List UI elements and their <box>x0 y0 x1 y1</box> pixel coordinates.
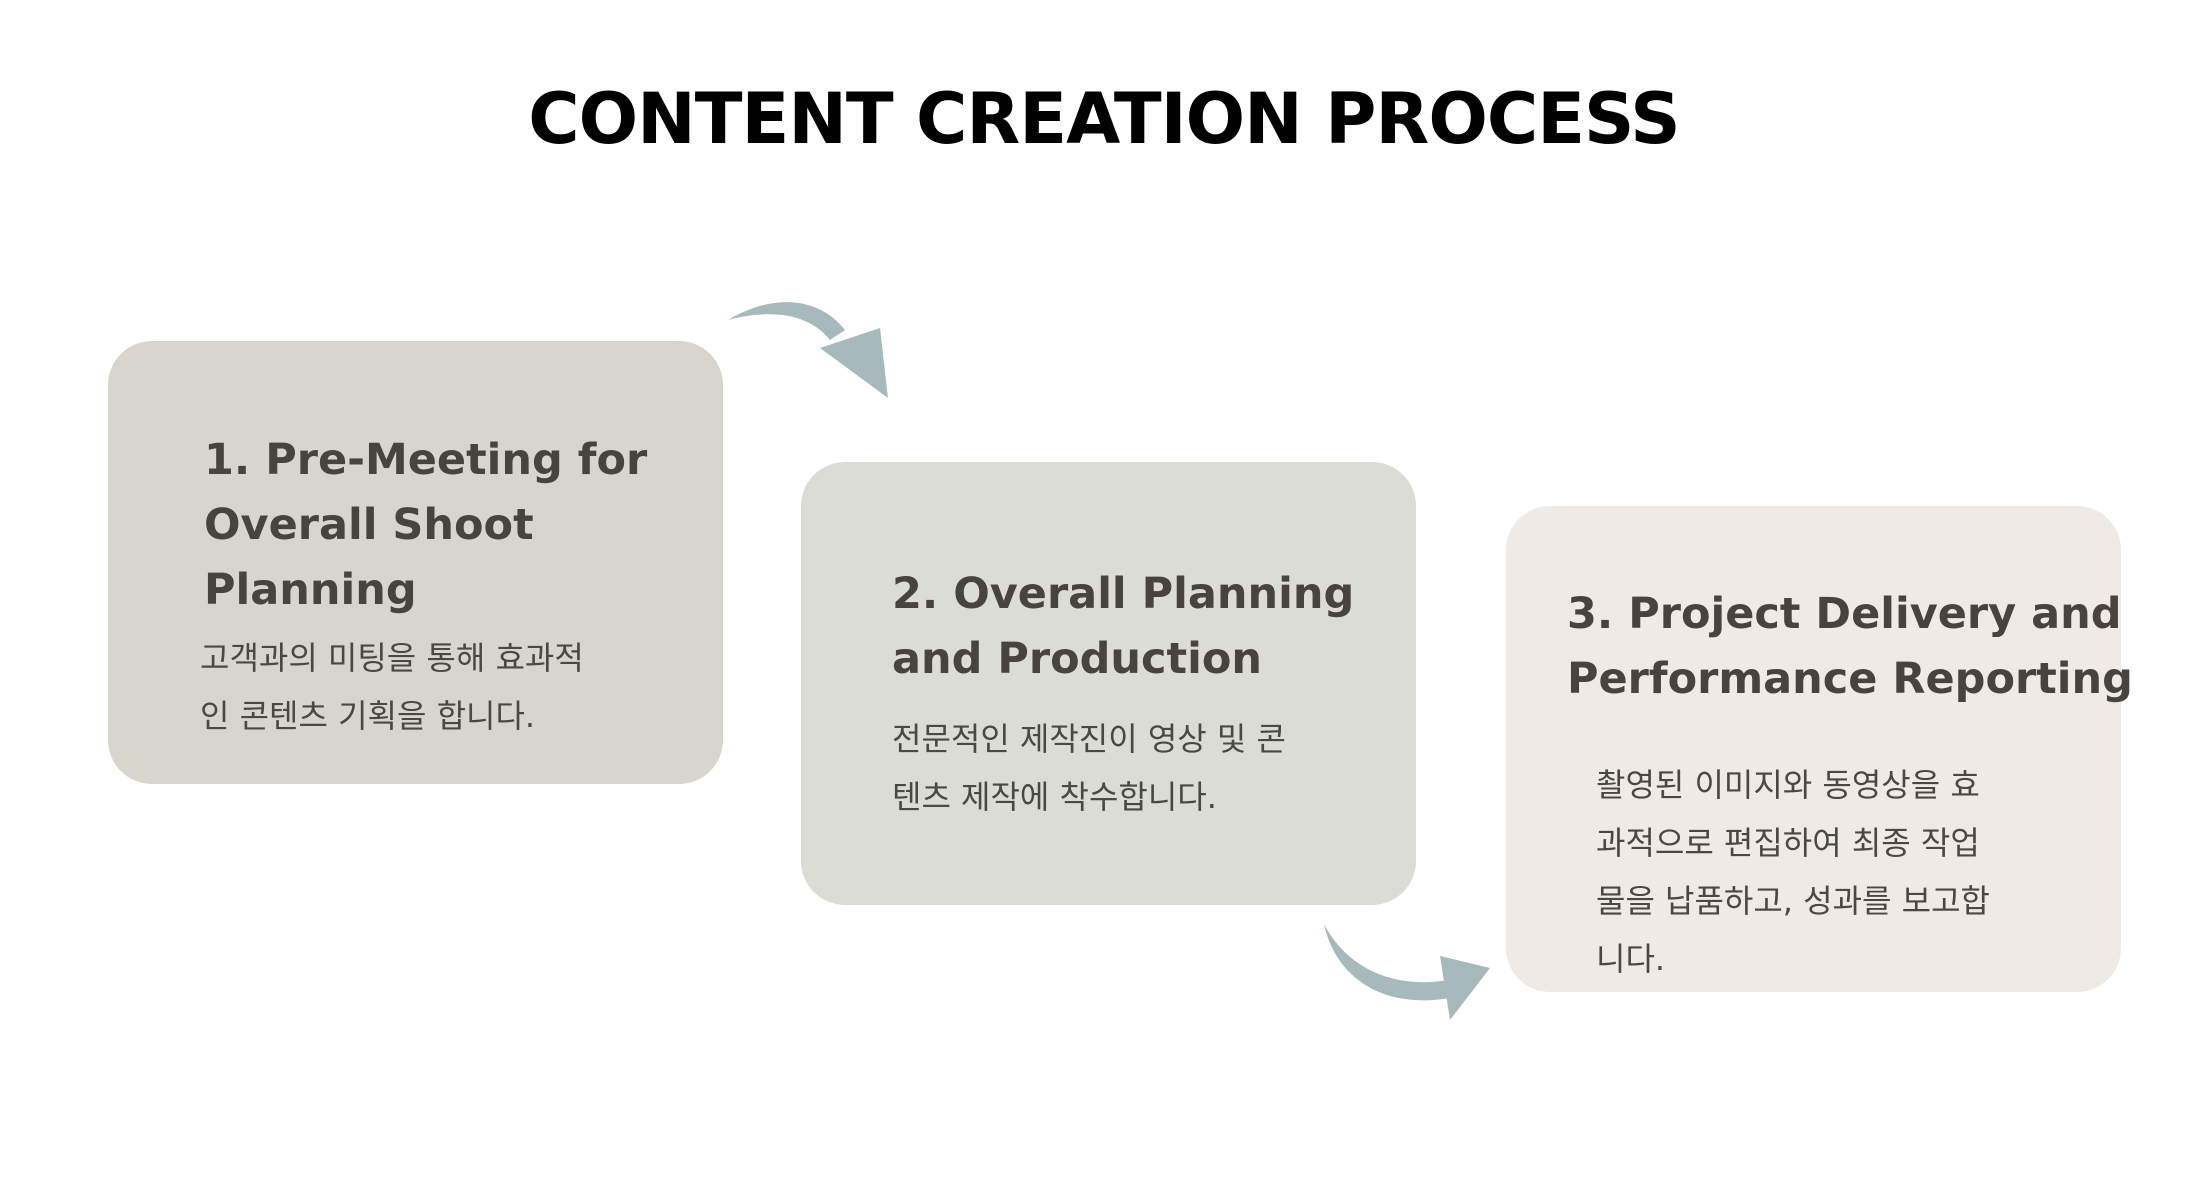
step-2-description: 전문적인 제작진이 영상 및 콘 텐츠 제작에 착수합니다. <box>892 710 1342 826</box>
arrow-1-head <box>820 328 888 398</box>
step-2-heading-line: 2. Overall Planning <box>892 569 1355 619</box>
curved-arrow-icon <box>728 302 888 398</box>
step-3-description-line: 물을 납품하고, 성과를 보고합 <box>1596 882 1990 920</box>
step-3-description: 촬영된 이미지와 동영상을 효 과적으로 편집하여 최종 작업 물을 납품하고,… <box>1596 756 2026 988</box>
step-3-heading: 3. Project Delivery and Performance Repo… <box>1567 582 2133 712</box>
arrow-2-body <box>1324 924 1450 1001</box>
step-2-description-line: 텐츠 제작에 착수합니다. <box>892 778 1217 816</box>
step-2-heading: 2. Overall Planning and Production <box>892 562 1354 692</box>
step-3-description-line: 촬영된 이미지와 동영상을 효 <box>1596 766 1980 804</box>
step-1-description: 고객과의 미팅을 통해 효과적 인 콘텐츠 기획을 합니다. <box>200 629 630 745</box>
step-card-1: 1. Pre-Meeting for Overall Shoot Plannin… <box>108 341 723 784</box>
step-1-description-line: 고객과의 미팅을 통해 효과적 <box>200 639 584 677</box>
step-2-heading-line: and Production <box>892 634 1262 684</box>
curved-arrow-icon <box>1324 924 1490 1020</box>
step-card-3: 3. Project Delivery and Performance Repo… <box>1506 506 2133 992</box>
arrow-2-head <box>1440 956 1490 1020</box>
step-card-2: 2. Overall Planning and Production 전문적인 … <box>801 462 1416 905</box>
step-3-description-line: 니다. <box>1596 940 1666 978</box>
page-title: CONTENT CREATION PROCESS <box>528 78 1680 160</box>
step-2-description-line: 전문적인 제작진이 영상 및 콘 <box>892 720 1286 758</box>
step-1-heading-line: Overall Shoot <box>204 500 534 550</box>
step-3-heading-line: Performance Reporting <box>1567 654 2133 704</box>
step-1-heading: 1. Pre-Meeting for Overall Shoot Plannin… <box>204 428 647 623</box>
step-3-description-line: 과적으로 편집하여 최종 작업 <box>1596 824 1980 862</box>
arrow-1-body <box>728 302 845 340</box>
step-1-heading-line: 1. Pre-Meeting for <box>204 435 648 485</box>
step-1-description-line: 인 콘텐츠 기획을 합니다. <box>200 697 536 735</box>
step-3-heading-line: 3. Project Delivery and <box>1567 589 2122 639</box>
step-1-heading-line: Planning <box>204 565 417 615</box>
